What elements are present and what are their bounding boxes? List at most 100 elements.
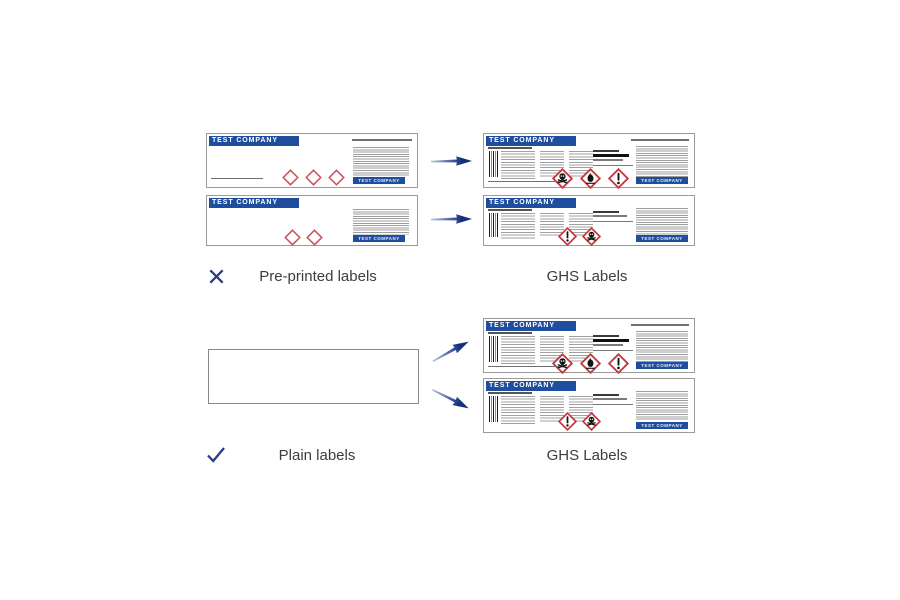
barcode <box>489 396 498 422</box>
label-header: TEST COMPANY <box>486 321 576 331</box>
barcode <box>489 213 498 237</box>
arrow-right-icon <box>431 214 473 224</box>
label-footer-bar: TEST COMPANY <box>353 177 405 184</box>
fine-print-line <box>631 324 689 326</box>
company-name: TEST COMPANY <box>489 382 555 389</box>
fine-print-block <box>636 391 688 420</box>
company-name: TEST COMPANY <box>489 322 555 329</box>
fine-print-block <box>636 208 688 235</box>
fine-print-column <box>540 396 564 422</box>
fine-print-columns <box>501 213 593 239</box>
ghs-pictogram-row <box>552 353 629 374</box>
fine-print-columns <box>501 396 593 424</box>
empty-diamond-icon <box>305 169 322 186</box>
fine-print-line <box>631 139 689 141</box>
company-name: TEST COMPANY <box>641 363 683 368</box>
fine-print-line <box>488 209 532 211</box>
fine-print-line <box>488 180 560 182</box>
company-name: TEST COMPANY <box>489 199 555 206</box>
product-name-line <box>593 154 629 157</box>
fine-print-column <box>501 151 535 179</box>
company-name: TEST COMPANY <box>358 236 400 241</box>
skull-crossbones-icon <box>582 412 601 431</box>
ghs-label-2: TEST COMPANY TEST COMPANY <box>483 195 695 246</box>
caption-ghs-labels-top: GHS Labels <box>546 268 628 285</box>
empty-diamond-icon <box>284 229 301 246</box>
fine-print-line <box>488 392 532 394</box>
label-header: TEST COMPANY <box>209 136 299 146</box>
fine-print-line <box>593 335 619 337</box>
fine-print-columns <box>501 151 593 179</box>
fine-print-line <box>593 344 623 346</box>
fine-print-line <box>352 139 412 141</box>
company-name: TEST COMPANY <box>489 137 555 144</box>
fine-print-block <box>636 146 688 177</box>
fine-print-line <box>593 215 627 217</box>
product-name-block <box>593 150 633 166</box>
label-header: TEST COMPANY <box>486 381 576 391</box>
fine-print-line <box>593 211 619 213</box>
company-name: TEST COMPANY <box>212 137 278 144</box>
exclamation-mark-icon <box>558 412 577 431</box>
preprinted-label-1: TEST COMPANY TEST COMPANY <box>206 133 418 188</box>
x-icon <box>209 269 224 284</box>
fine-print-block <box>353 147 409 177</box>
arrow-down-right-icon <box>431 388 469 409</box>
company-name: TEST COMPANY <box>358 178 400 183</box>
fine-print-line <box>593 398 627 400</box>
fine-print-line <box>593 164 633 166</box>
exclamation-mark-icon <box>558 227 577 246</box>
barcode <box>489 151 498 177</box>
empty-diamond-icon <box>328 169 345 186</box>
product-name-block <box>593 335 633 351</box>
empty-diamond-icon <box>282 169 299 186</box>
skull-crossbones-icon <box>552 168 573 189</box>
fine-print-column <box>501 336 535 364</box>
exclamation-mark-icon <box>608 168 629 189</box>
label-header: TEST COMPANY <box>209 198 299 208</box>
product-name-block <box>593 211 633 222</box>
skull-crossbones-icon <box>582 227 601 246</box>
label-header: TEST COMPANY <box>486 198 576 208</box>
arrow-right-icon <box>431 156 473 166</box>
fine-print-column <box>501 396 535 424</box>
fine-print-line <box>593 403 633 405</box>
product-name-block <box>593 394 633 405</box>
fine-print-line <box>488 147 532 149</box>
ghs-label-3: TEST COMPANY TEST COMPANY <box>483 318 695 373</box>
empty-pictogram-row <box>284 229 323 246</box>
empty-pictogram-row <box>282 169 345 186</box>
skull-crossbones-icon <box>552 353 573 374</box>
fine-print-line <box>593 150 619 152</box>
flame-icon <box>580 168 601 189</box>
fine-print-line <box>593 220 633 222</box>
company-name: TEST COMPANY <box>212 199 278 206</box>
caption-preprinted-labels: Pre-printed labels <box>259 268 377 285</box>
exclamation-mark-icon <box>608 353 629 374</box>
preprinted-label-2: TEST COMPANY TEST COMPANY <box>206 195 418 246</box>
ghs-pictogram-row <box>558 227 601 246</box>
arrow-up-right-icon <box>432 341 469 363</box>
company-name: TEST COMPANY <box>641 178 683 183</box>
ghs-label-1: TEST COMPANY TEST COMPANY <box>483 133 695 188</box>
label-footer-bar: TEST COMPANY <box>353 235 405 242</box>
caption-ghs-labels-bottom: GHS Labels <box>546 447 628 464</box>
fine-print-line <box>593 349 633 351</box>
product-name-line <box>593 339 629 342</box>
caption-plain-labels: Plain labels <box>278 447 356 464</box>
label-footer-bar: TEST COMPANY <box>636 177 688 184</box>
fine-print-line <box>488 365 560 367</box>
flame-icon <box>580 353 601 374</box>
fine-print-line <box>488 332 532 334</box>
ghs-pictogram-row <box>558 412 601 431</box>
label-footer-bar: TEST COMPANY <box>636 235 688 242</box>
fine-print-column <box>501 213 535 239</box>
fine-print-line <box>593 394 619 396</box>
company-name: TEST COMPANY <box>641 423 683 428</box>
fine-print-column <box>540 213 564 237</box>
plain-blank-label <box>208 349 419 404</box>
ghs-label-4: TEST COMPANY TEST COMPANY <box>483 378 695 433</box>
fine-print-line <box>593 159 623 161</box>
ghs-pictogram-row <box>552 168 629 189</box>
